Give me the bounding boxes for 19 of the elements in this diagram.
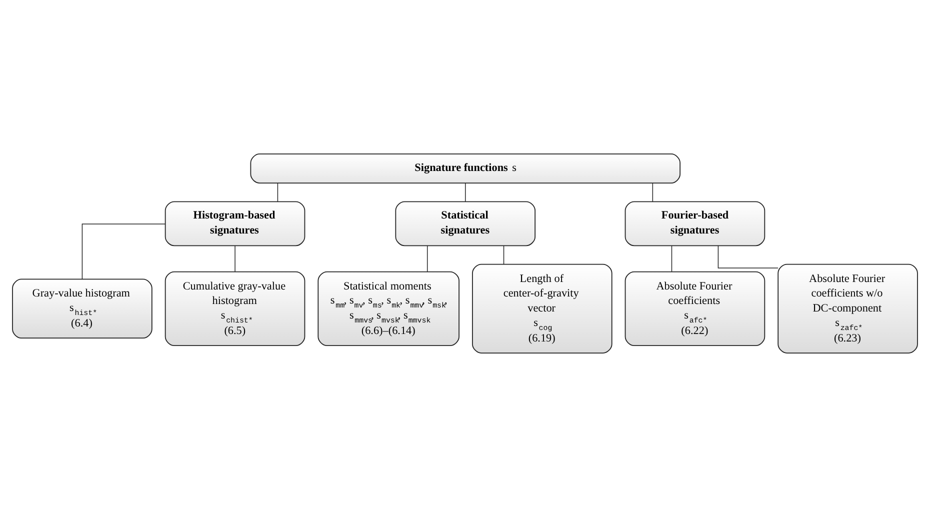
connector [82,223,166,279]
node-box: Histogram-based signatures [164,200,306,246]
node-box: Cumulative gray-value histogram s$_{chist*}$ (6.5) [164,270,306,346]
node-box: Statistical moments s$_{mm}$, s$_{mv}$, s$_{ms}$, s$_{mk}$, s$_{mmv}$, s$_{msk}$, s$_{mmvs}$, s$_{mvsk}$, s$_{mmvsk}$ (6.6)–(6.14) [318,270,460,346]
node-box: Absolute Fourier coefficients s$_{afc*}$ (6.22) [624,270,766,346]
connector [671,244,672,272]
node-box: Signature functions s [250,153,681,183]
connector [718,244,778,268]
connector [465,182,466,202]
connector [234,244,236,272]
connector [277,182,278,202]
node-box: Statistical signatures [395,200,536,246]
connector [503,244,504,264]
connector [426,244,428,272]
node-box: Absolute Fourier coefficients w/o DC-component s$_{zafc*}$ (6.23) [778,263,918,353]
connector [652,182,654,202]
node-box: Fourier-based signatures [624,200,766,246]
node-box: Length of center-of-gravity vector s$_{cog}$ (6.19) [472,263,612,353]
node-box: Gray-value histogram s$_{hist*}$ (6.4) [12,278,152,338]
